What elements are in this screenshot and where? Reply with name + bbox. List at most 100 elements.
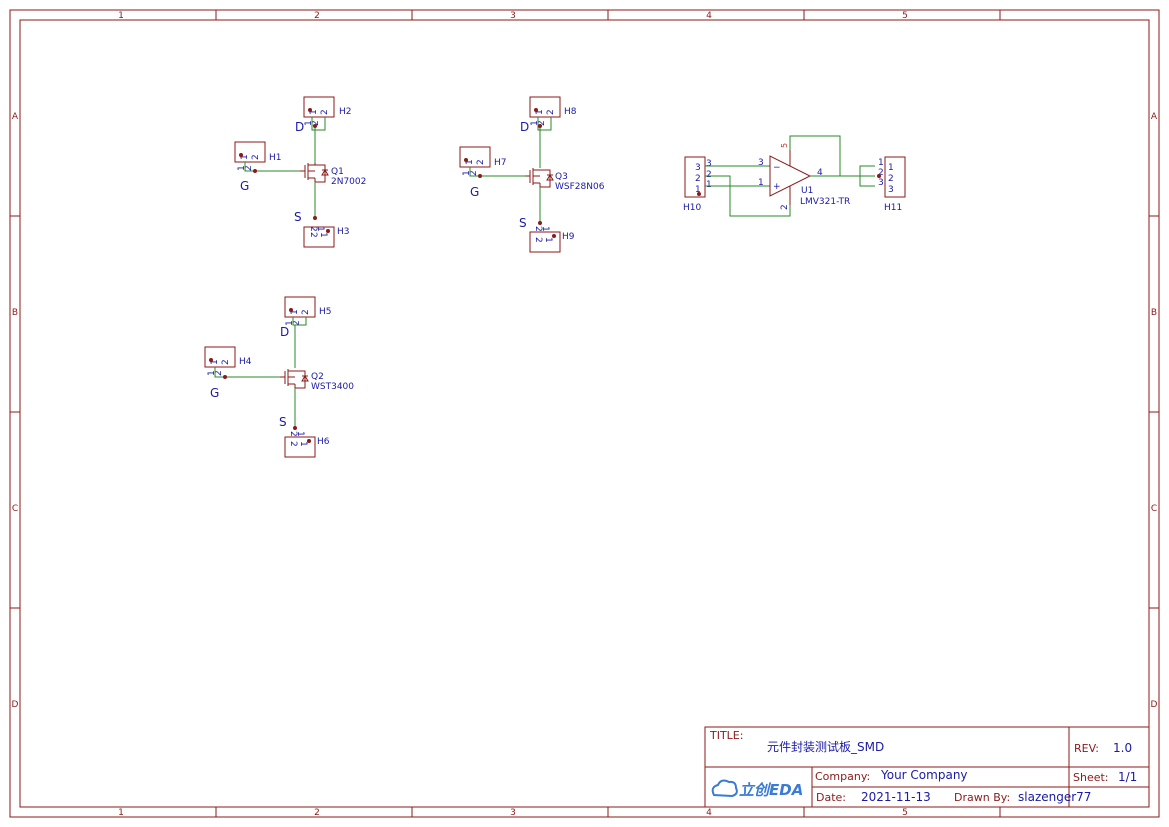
row-label-left: A	[12, 112, 19, 122]
svg-text:2: 2	[695, 174, 701, 184]
net-label-g: G	[240, 179, 249, 193]
header-ref: H11	[884, 203, 902, 213]
header-h5[interactable]	[284, 296, 316, 318]
svg-text:1: 1	[237, 165, 247, 171]
row-label-right: C	[1151, 504, 1157, 514]
svg-text:1: 1	[465, 159, 475, 165]
header-ref: H4	[239, 357, 252, 367]
svg-text:1: 1	[315, 226, 325, 232]
mosfet-block-q1[interactable]: 1 2 H2 1 2 D 1 2 H1 1 2 G	[234, 96, 366, 248]
mosfet-block-q3[interactable]: 1 2 H8 1 2 D 1 2 H7 1 2 G Q3 WSF28N	[459, 96, 605, 253]
col-label-top: 4	[706, 11, 712, 21]
svg-text:5: 5	[780, 143, 789, 148]
svg-text:2: 2	[546, 109, 556, 115]
company-label: Company:	[815, 770, 870, 783]
svg-text:1: 1	[695, 185, 701, 195]
mosfet-ref: Q3	[555, 172, 568, 182]
net-label-d: D	[295, 120, 304, 134]
svg-text:2: 2	[780, 204, 790, 210]
svg-text:2: 2	[288, 431, 298, 437]
col-label-bottom: 4	[706, 808, 712, 818]
svg-text:2: 2	[214, 370, 224, 376]
opamp-value: LMV321-TR	[800, 197, 850, 207]
opamp-block-u1[interactable]: 3 2 1 H10 3 2 1 − + 3 1 4 5 2 U1 LMV321-…	[683, 135, 906, 217]
svg-text:1: 1	[543, 237, 553, 243]
svg-text:2: 2	[878, 168, 884, 178]
svg-text:1: 1	[240, 154, 250, 160]
mosfet-symbol-q1[interactable]	[300, 163, 329, 183]
header-ref: H5	[319, 307, 332, 317]
svg-text:3: 3	[888, 185, 894, 195]
svg-text:1: 1	[309, 109, 319, 115]
header-h3[interactable]	[303, 226, 335, 248]
sheet-value: 1/1	[1118, 770, 1137, 784]
header-h7[interactable]	[459, 146, 491, 168]
company-value: Your Company	[880, 768, 968, 782]
header-ref: H7	[494, 158, 507, 168]
mosfet-symbol-q2[interactable]	[280, 369, 309, 389]
cloud-icon	[711, 779, 738, 798]
header-ref: H3	[337, 227, 350, 237]
title-block: TITLE: 元件封装测试板_SMD REV: 1.0 Company: You…	[704, 726, 1150, 808]
lceda-logo: 立创EDA	[711, 779, 803, 799]
col-label-bottom: 5	[902, 808, 908, 818]
svg-text:1: 1	[207, 370, 217, 376]
header-h11[interactable]	[884, 156, 906, 198]
svg-text:1: 1	[304, 120, 314, 126]
header-h1[interactable]	[234, 141, 266, 163]
svg-text:2: 2	[251, 154, 261, 160]
svg-text:2: 2	[320, 109, 330, 115]
svg-text:2: 2	[308, 226, 318, 232]
net-label-s: S	[294, 210, 302, 224]
svg-text:2: 2	[537, 120, 547, 126]
header-ref: H10	[683, 203, 701, 213]
svg-text:2: 2	[311, 120, 321, 126]
svg-text:1: 1	[706, 180, 712, 190]
mosfet-ref: Q1	[331, 167, 344, 177]
mosfet-value: WST3400	[311, 382, 354, 392]
header-h6[interactable]	[284, 436, 316, 458]
col-label-bottom: 1	[118, 808, 124, 818]
col-label-bottom: 2	[314, 808, 320, 818]
svg-text:2: 2	[888, 174, 894, 184]
row-label-left: B	[12, 308, 18, 318]
net-label-s: S	[519, 216, 527, 230]
row-label-right: A	[1151, 112, 1158, 122]
svg-text:1: 1	[878, 158, 884, 168]
svg-text:1: 1	[888, 163, 894, 173]
header-h8[interactable]	[529, 96, 561, 118]
header-ref: H2	[339, 107, 352, 117]
row-label-left: D	[12, 700, 19, 710]
col-label-top: 5	[902, 11, 908, 21]
header-ref: H9	[562, 232, 575, 242]
svg-text:1: 1	[210, 359, 220, 365]
col-label-top: 2	[314, 11, 320, 21]
col-label-top: 1	[118, 11, 124, 21]
mosfet-symbol-q3[interactable]	[525, 168, 554, 188]
svg-text:1: 1	[298, 441, 308, 447]
svg-text:2: 2	[308, 232, 318, 238]
opamp-ref: U1	[801, 186, 813, 196]
header-h10[interactable]	[684, 156, 706, 198]
sheet-title: 元件封装测试板_SMD	[767, 739, 884, 754]
mosfet-block-q2[interactable]: 1 2 H5 1 2 D 1 2 H4 1 2 G Q2 WST3400	[204, 296, 354, 458]
svg-text:1: 1	[535, 109, 545, 115]
col-label-top: 3	[510, 11, 516, 21]
svg-text:2: 2	[292, 320, 302, 326]
svg-text:1: 1	[295, 431, 305, 437]
outer-border	[9, 9, 1160, 818]
mosfet-ref: Q2	[311, 372, 324, 382]
net-label-d: D	[280, 325, 289, 339]
net-label-g: G	[470, 185, 479, 199]
svg-text:3: 3	[695, 163, 701, 173]
header-h4[interactable]	[204, 346, 236, 368]
net-label-s: S	[279, 415, 287, 429]
header-ref: H8	[564, 107, 577, 117]
header-h2[interactable]	[303, 96, 335, 118]
row-label-right: B	[1151, 308, 1157, 318]
mosfet-value: WSF28N06	[555, 182, 605, 192]
svg-text:2: 2	[301, 309, 311, 315]
header-h9[interactable]	[529, 231, 561, 253]
drawn-by-label: Drawn By:	[954, 791, 1010, 804]
